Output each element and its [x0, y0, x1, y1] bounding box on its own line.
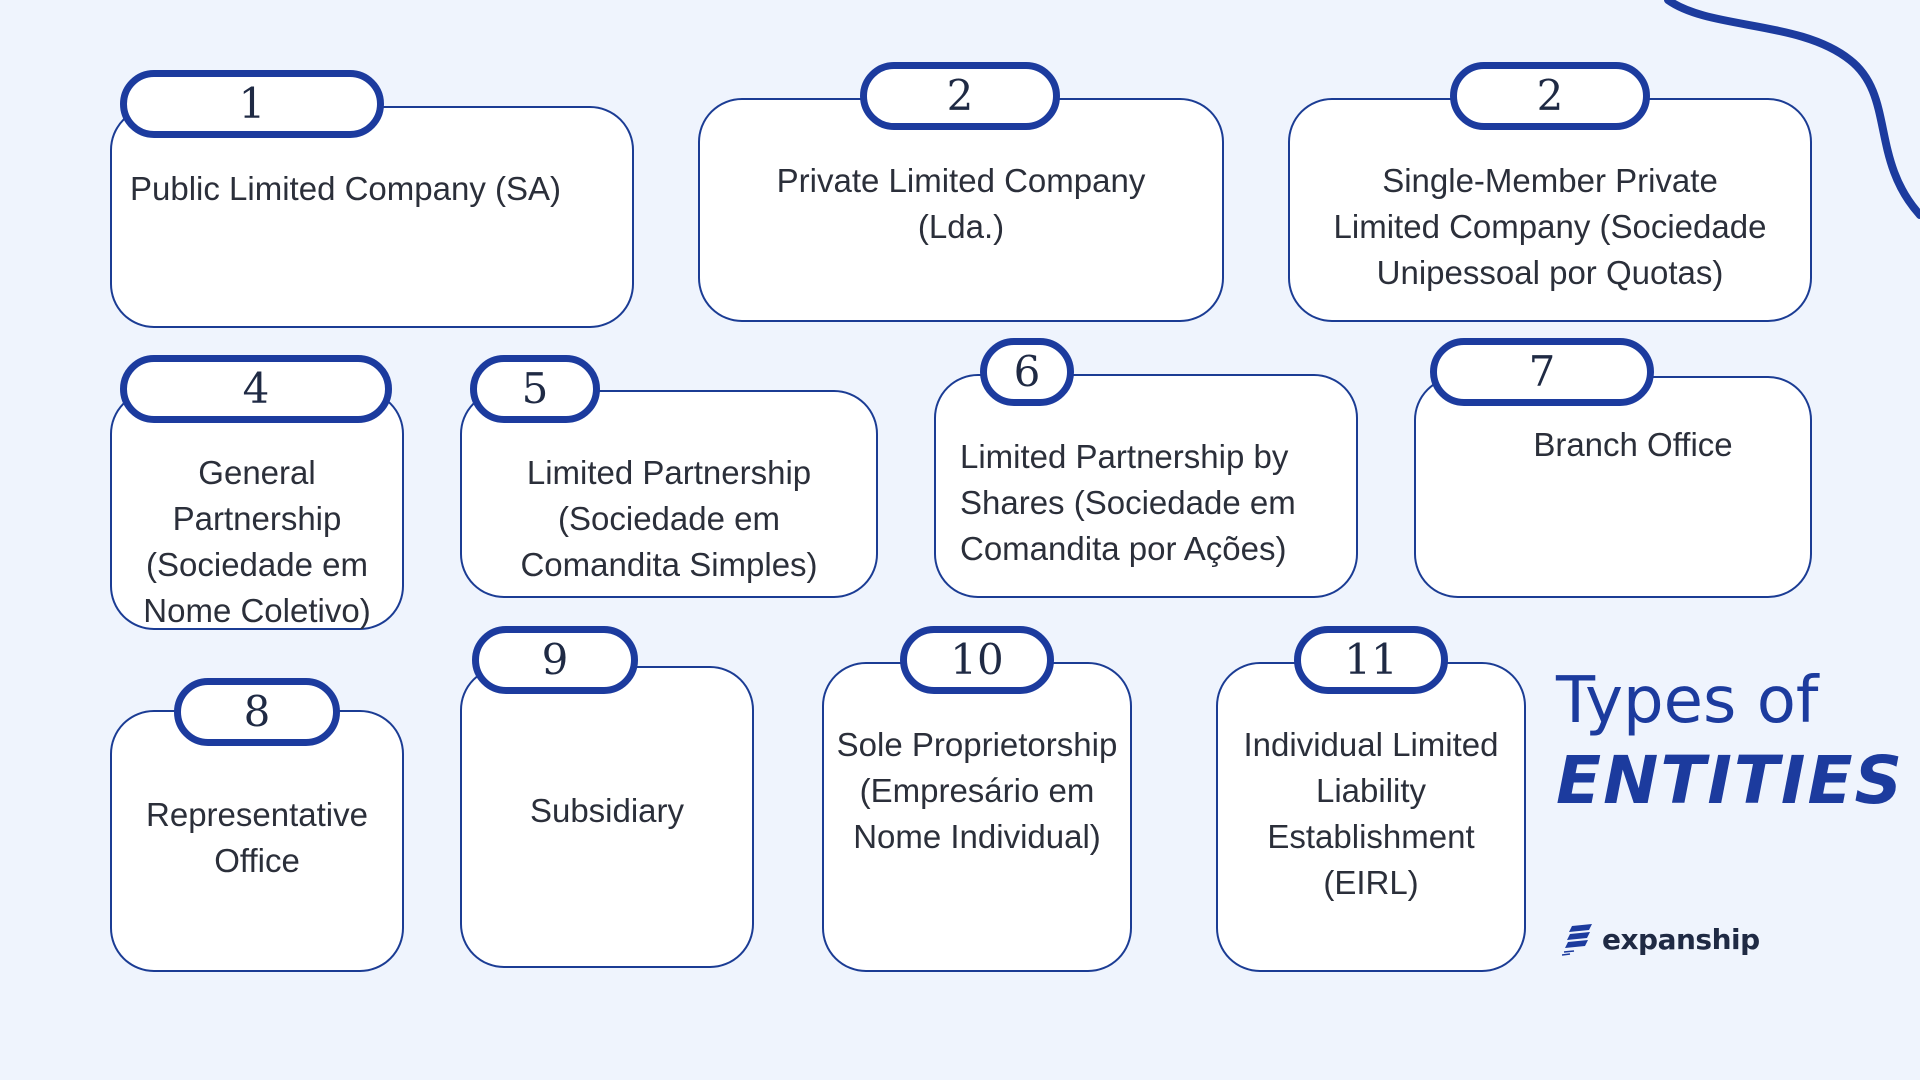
entity-card-10: Sole Proprietorship (Empresário em Nome … [822, 662, 1132, 972]
brand-logo: expanship [1562, 922, 1760, 956]
entity-card-9: Subsidiary [460, 666, 754, 968]
entity-label-3: Single-Member Private Limited Company (S… [1333, 162, 1767, 291]
entity-label-1: Public Limited Company (SA) [130, 170, 561, 207]
entity-label-6: Limited Partnership by Shares (Sociedade… [960, 438, 1296, 567]
entity-label-7: Branch Office [1533, 426, 1733, 463]
entity-number-badge-10: 10 [900, 626, 1054, 694]
entity-number-badge-7: 7 [1430, 338, 1654, 406]
entity-label-9: Subsidiary [529, 792, 685, 829]
entity-card-2: Private Limited Company (Lda.) [698, 98, 1224, 322]
diagram-title: Types of ENTITIES [1556, 660, 1904, 820]
entity-number-badge-11: 11 [1294, 626, 1448, 694]
entity-number-badge-5: 5 [470, 355, 600, 423]
title-line-2: ENTITIES [1556, 742, 1905, 819]
entity-number-badge-1: 1 [120, 70, 384, 138]
entity-label-10: Sole Proprietorship (Empresário em Nome … [836, 726, 1118, 855]
title-line-1: Types of [1556, 664, 1819, 738]
entity-card-5: Limited Partnership (Sociedade em Comand… [460, 390, 878, 598]
entity-number-badge-6: 6 [980, 338, 1074, 406]
entity-label-5: Limited Partnership (Sociedade em Comand… [520, 454, 818, 583]
entity-number-badge-8: 8 [174, 678, 340, 746]
entity-label-8: Representative Office [146, 796, 368, 879]
entity-card-7: Branch Office [1414, 376, 1812, 598]
entity-label-11: Individual Limited Liability Establishme… [1243, 726, 1499, 901]
entity-card-11: Individual Limited Liability Establishme… [1216, 662, 1526, 972]
entity-card-1: Public Limited Company (SA) [110, 106, 634, 328]
entity-card-4: General Partnership (Sociedade em Nome C… [110, 390, 404, 630]
entity-card-3: Single-Member Private Limited Company (S… [1288, 98, 1812, 322]
brand-name: expanship [1602, 922, 1760, 956]
expanship-logo-icon [1562, 924, 1592, 956]
entity-number-badge-3: 2 [1450, 62, 1650, 130]
entity-card-8: Representative Office [110, 710, 404, 972]
entity-number-badge-9: 9 [472, 626, 638, 694]
entity-label-2: Private Limited Company (Lda.) [776, 162, 1146, 245]
decorative-curve-icon [1664, 0, 1920, 219]
entity-card-6: Limited Partnership by Shares (Sociedade… [934, 374, 1358, 598]
entity-label-4: General Partnership (Sociedade em Nome C… [143, 454, 371, 629]
entity-number-badge-4: 4 [120, 355, 392, 423]
entity-number-badge-2: 2 [860, 62, 1060, 130]
